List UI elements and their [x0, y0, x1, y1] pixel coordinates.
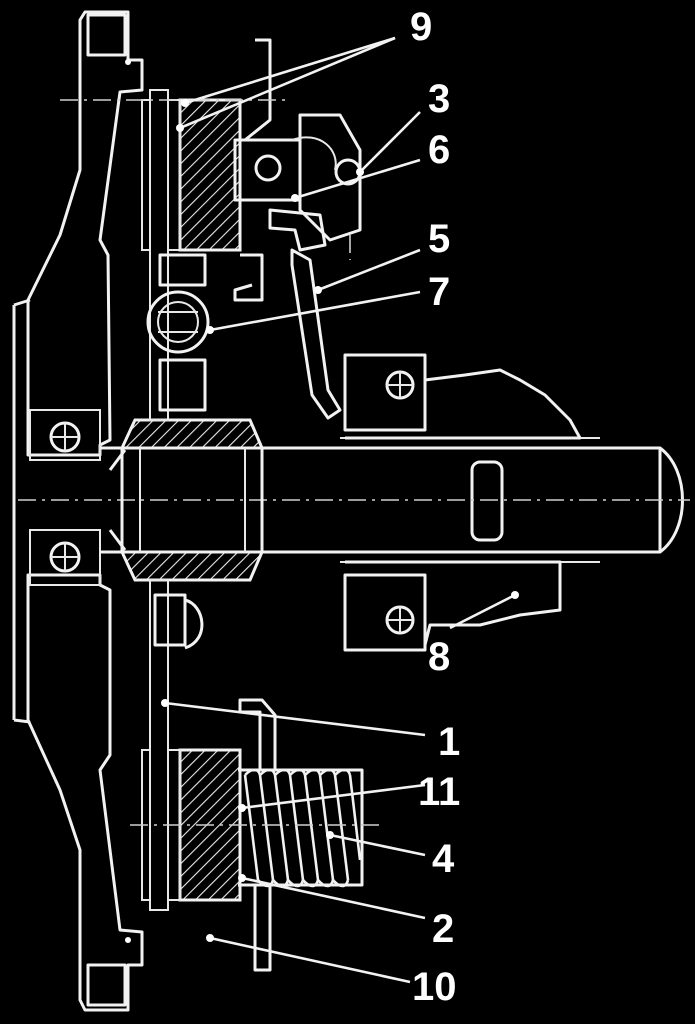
flywheel: [12, 10, 144, 1012]
callout-6: 6: [428, 128, 450, 172]
callout-2: 2: [432, 907, 454, 951]
callout-9: 9: [410, 5, 432, 49]
callout-4: 4: [432, 837, 455, 881]
damper-spring: [146, 253, 210, 412]
callout-1: 1: [438, 720, 460, 764]
driven-disc: [141, 89, 204, 911]
callout-5: 5: [428, 217, 450, 261]
leader-lines: [161, 36, 519, 984]
main-shaft: [18, 437, 690, 563]
callout-3: 3: [428, 77, 450, 121]
callout-11: 11: [418, 770, 460, 814]
callout-8: 8: [428, 635, 450, 679]
pressure-spring: [238, 768, 364, 888]
clutch-hub: [119, 418, 265, 582]
release-bearing: [343, 353, 582, 652]
callout-10: 10: [412, 965, 457, 1009]
callout-7: 7: [428, 270, 450, 314]
